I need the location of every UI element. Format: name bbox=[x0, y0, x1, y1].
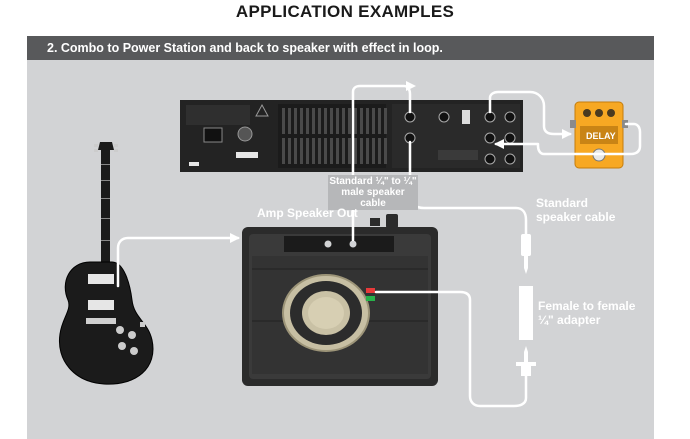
standard-male-cable-label: Standard ¼" to ¼" male speaker cable bbox=[328, 175, 418, 210]
vent-slot bbox=[354, 108, 357, 134]
vent-slot bbox=[282, 108, 285, 134]
quarter-inch-plug-icon bbox=[521, 234, 531, 274]
standard-speaker-cable-label: Standard speaker cable bbox=[536, 196, 615, 224]
vent-slot bbox=[312, 108, 315, 134]
vent-slot bbox=[372, 108, 375, 134]
arrow-icon bbox=[494, 139, 504, 149]
vent-slot bbox=[378, 138, 381, 164]
vent-slot bbox=[378, 108, 381, 134]
power-station-rear-panel-icon bbox=[180, 100, 523, 172]
vent-slot bbox=[294, 108, 297, 134]
amp-speaker-out-label: Amp Speaker Out bbox=[257, 206, 358, 220]
amp-out-to-power-station-cable bbox=[351, 84, 412, 242]
vent-slot bbox=[324, 138, 327, 164]
vent-slot bbox=[294, 138, 297, 164]
example-heading: 2. Combo to Power Station and back to sp… bbox=[27, 36, 654, 60]
vent-slot bbox=[288, 108, 291, 134]
return-to-speaker-cable bbox=[374, 290, 528, 408]
standard-male-cable-label-line1: Standard ¼" to ¼" bbox=[329, 176, 417, 187]
electric-guitar-icon bbox=[58, 142, 154, 385]
vent-slot bbox=[360, 108, 363, 134]
vent-slot bbox=[306, 108, 309, 134]
vent-slot bbox=[348, 108, 351, 134]
vent-slot bbox=[312, 138, 315, 164]
vent-slot bbox=[330, 138, 333, 164]
adapter-label-line2: ¼" adapter bbox=[538, 313, 601, 327]
vent-slot bbox=[354, 138, 357, 164]
vent-slot bbox=[324, 108, 327, 134]
vent-slots bbox=[278, 104, 387, 168]
vent-slot bbox=[366, 108, 369, 134]
quarter-inch-plug-icon bbox=[516, 346, 536, 376]
arrow-icon bbox=[562, 129, 572, 139]
combo-amp-icon bbox=[242, 214, 438, 386]
arrow-icon bbox=[406, 81, 416, 91]
vent-slot bbox=[384, 138, 387, 164]
adapter-label: Female to female ¼" adapter bbox=[538, 299, 635, 327]
vent-slot bbox=[342, 138, 345, 164]
standard-speaker-cable-label-line2: speaker cable bbox=[536, 210, 616, 224]
fx-send-cable bbox=[488, 90, 572, 136]
vent-slot bbox=[336, 138, 339, 164]
female-adapter-icon bbox=[519, 286, 533, 340]
vent-slot bbox=[282, 138, 285, 164]
arrow-icon bbox=[230, 233, 240, 243]
pedal-name-label: DELAY bbox=[586, 131, 616, 141]
vent-slot bbox=[348, 138, 351, 164]
vent-slot bbox=[366, 138, 369, 164]
vent-slot bbox=[342, 108, 345, 134]
vent-slot bbox=[300, 108, 303, 134]
adapter-label-line1: Female to female bbox=[538, 299, 636, 313]
vent-slot bbox=[384, 108, 387, 134]
vent-slot bbox=[306, 138, 309, 164]
vent-slot bbox=[318, 108, 321, 134]
vent-slot bbox=[336, 108, 339, 134]
guitar-to-amp-cable bbox=[116, 236, 240, 288]
vent-slot bbox=[330, 108, 333, 134]
fx-return-cable bbox=[494, 122, 642, 156]
standard-male-cable-label-line2: male speaker cable bbox=[341, 187, 405, 209]
standard-speaker-cable-label-line1: Standard bbox=[536, 196, 589, 210]
vent-slot bbox=[318, 138, 321, 164]
vent-slot bbox=[372, 138, 375, 164]
vent-slot bbox=[300, 138, 303, 164]
vent-slot bbox=[288, 138, 291, 164]
page-title: APPLICATION EXAMPLES bbox=[235, 2, 455, 21]
vent-slot bbox=[360, 138, 363, 164]
